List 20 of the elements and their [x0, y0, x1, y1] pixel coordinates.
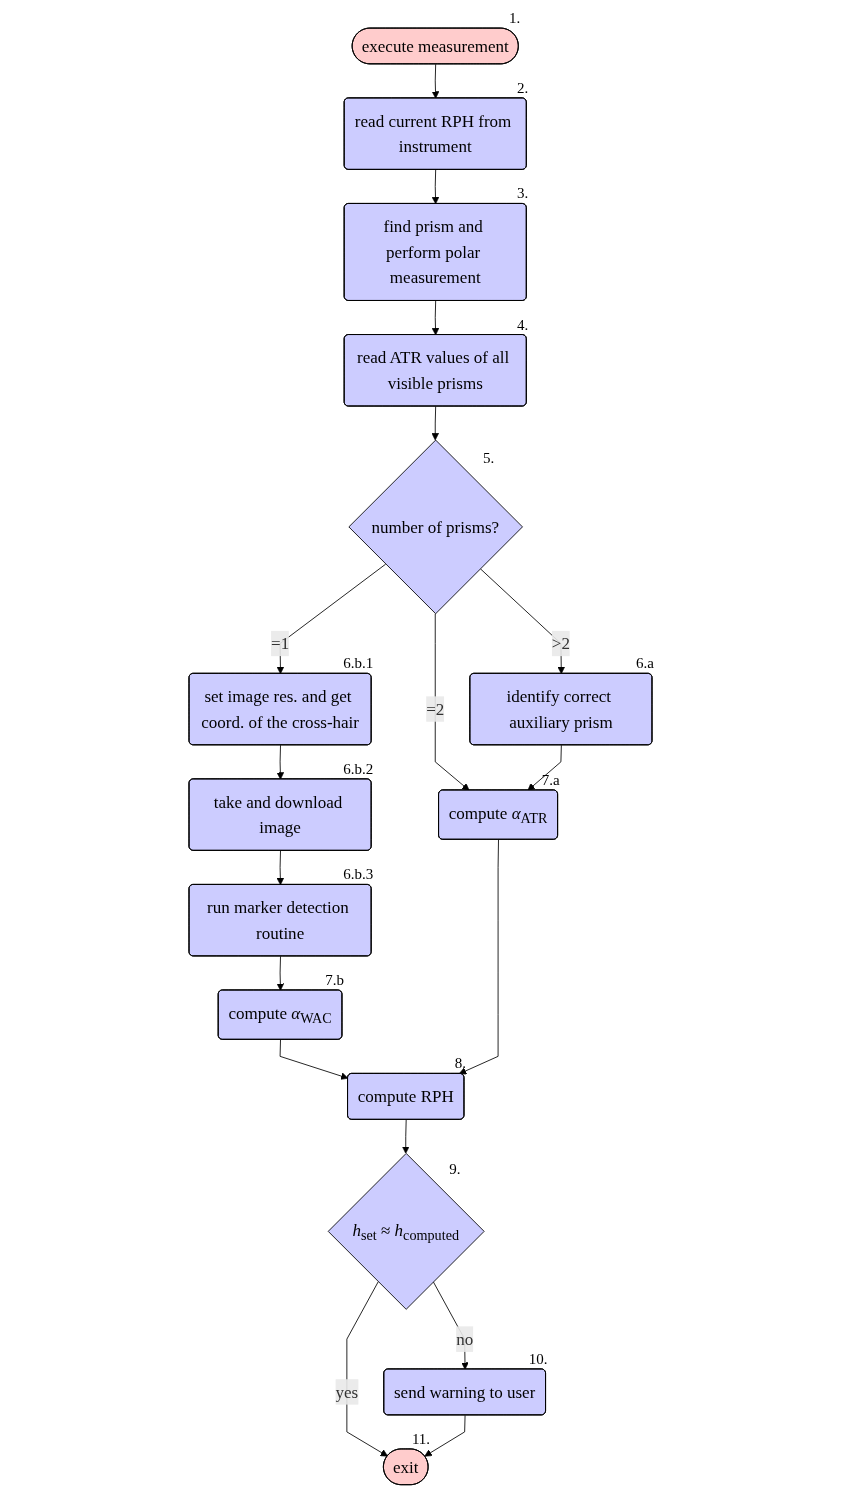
step-number: 6.b.2: [343, 760, 374, 777]
edge-label: >2: [551, 634, 570, 653]
step-number: 10.: [528, 1350, 548, 1367]
step-number: 9.: [449, 1160, 461, 1177]
step-number: 4.: [517, 316, 529, 333]
edge-label: =1: [271, 634, 290, 653]
step-number: 8.: [454, 1055, 466, 1072]
step-number: 2.: [517, 79, 529, 96]
edge-label: no: [456, 1329, 474, 1349]
step-number: 5.: [483, 450, 495, 467]
step-number: 7.b: [325, 971, 344, 988]
edge-label: =2: [426, 699, 445, 719]
step-number: 3.: [517, 185, 529, 202]
step-number: 6.a: [636, 655, 654, 672]
step-number: 6.b.3: [343, 866, 374, 883]
step-number: 11.: [411, 1430, 431, 1447]
step-number: 6.b.1: [343, 655, 374, 672]
step-number: 7.a: [541, 771, 560, 788]
step-number: 1.: [509, 10, 521, 27]
edge-label: yes: [335, 1382, 359, 1402]
